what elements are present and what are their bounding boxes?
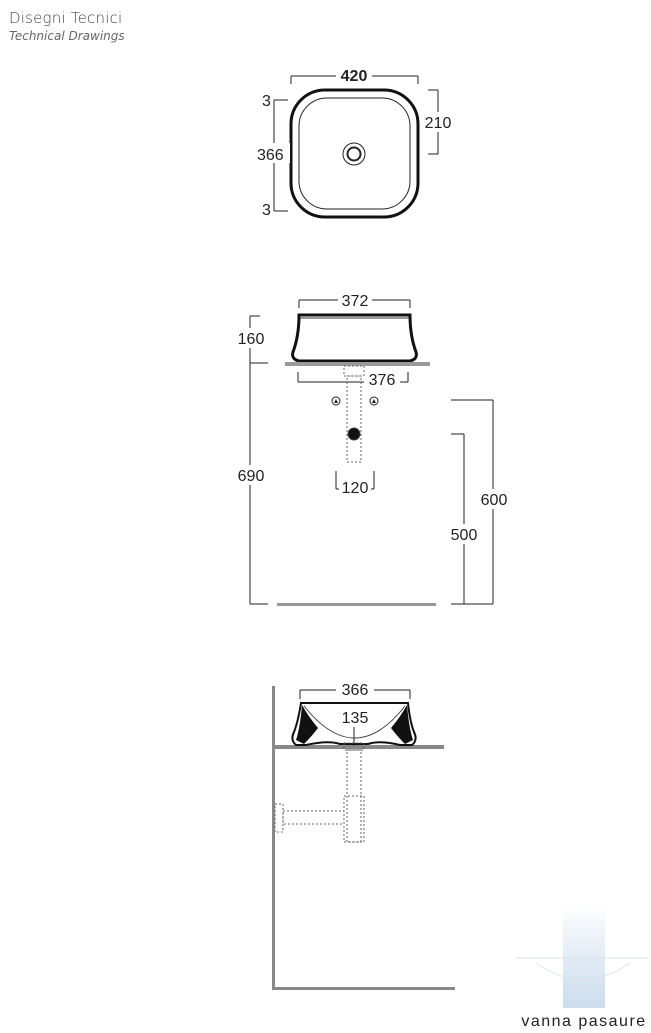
countertop [285,362,430,366]
watermark-curve [535,962,631,980]
watermark-text: vanna pasaure [521,1013,646,1030]
dim-label-bg [336,708,374,726]
dim-label-bg [232,465,268,485]
top-view: 420 3 366 3 210 [256,64,455,219]
dim-label-bg [336,64,372,84]
side-waste-pipe [282,810,345,825]
basin-inner-curve [303,705,406,739]
basin-side-shadow-right [391,705,413,744]
side-drain-trap [343,795,365,843]
dim-label-bg [421,112,455,132]
dim-label-bg [364,370,400,388]
trap-connector [347,427,361,441]
wall-line [272,686,275,990]
page-subtitle: Technical Drawings [9,29,125,43]
watermark: vanna pasaure [516,905,648,1030]
dim-label-bg [446,524,482,544]
dim-base-width-label: 376 [369,372,396,389]
floor-line-side [272,987,455,990]
drain-hole-inner [346,146,362,162]
header: Disegni Tecnici Technical Drawings [9,8,125,44]
dim-left-top-label: 3 [262,93,271,110]
front-view: 372 376 120 160 690 [232,291,512,606]
basin-inner-outline [298,97,411,210]
dim-basin-width-label: 372 [342,293,369,310]
dim-basin-depth-label: 366 [342,682,369,699]
dim-drain-offset-label: 135 [342,710,369,727]
basin-side-shadow-left [296,705,318,744]
countertop-side [275,745,444,749]
side-view: 366 135 [272,680,455,990]
dim-top-width-label: 420 [341,68,368,85]
side-drain-flange [343,742,365,751]
drain-pipe [346,375,362,463]
drain-hole-outer [342,142,366,166]
dim-label-bg [336,680,374,698]
drain-pipe-upper [343,365,365,377]
dim-label-bg [338,291,372,309]
dim-label-bg [339,478,371,496]
floor-line [277,603,436,606]
dim-basin-height-label: 160 [238,331,265,348]
valve-left-icon-handle [334,399,338,403]
dim-label-bg [232,328,268,348]
dim-label-bg [256,143,290,163]
dim-inner-height-label: 500 [451,527,478,544]
basin-outer-outline [289,88,420,219]
dim-trap-spacing-label: 120 [342,480,369,497]
dim-left-bottom-label: 3 [262,202,271,219]
dim-total-height-label: 690 [238,468,265,485]
basin-body-outline [291,313,418,363]
page-title: Disegni Tecnici [9,9,123,27]
side-wall-flange [274,803,284,833]
watermark-bar [563,905,605,1008]
valve-right-icon-handle [372,399,376,403]
dim-label-bg [476,489,512,509]
dim-left-mid-label: 366 [257,147,284,164]
dim-outer-height-label: 600 [481,492,508,509]
dim-right-label: 210 [425,115,452,132]
